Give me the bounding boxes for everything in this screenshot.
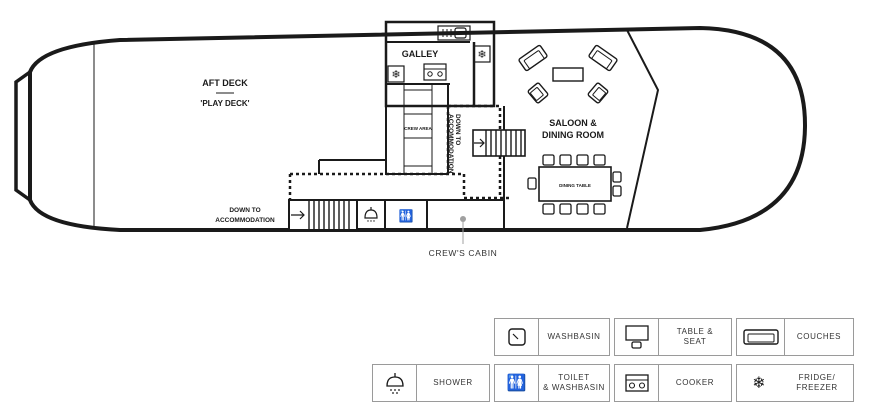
down-to-label-vertical-1: DOWN TO [454, 114, 461, 145]
aft-deck-title: AFT DECK [202, 78, 248, 88]
deck-plan: GALLEY ❄ ❄ CREW AREA DOWN TO ACCOMMODATI… [14, 20, 808, 258]
legend-table-seat: TABLE & SEAT [614, 318, 732, 356]
legend-shower: SHOWER [372, 364, 490, 402]
legend-toilet-washbasin-label: TOILET & WASHBASIN [543, 373, 605, 392]
snowflake-icon: ❄ [752, 375, 766, 392]
legend-couches-label: COUCHES [796, 332, 842, 341]
shower-icon [364, 207, 378, 222]
forward-bulkhead [626, 29, 660, 229]
down-to-label-1: DOWN TO [229, 207, 260, 214]
aft-deck-subtitle: 'PLAY DECK' [200, 99, 249, 108]
legend-washbasin: WASHBASIN [494, 318, 610, 356]
legend-cooker: COOKER [614, 364, 732, 402]
cooker-icon [624, 374, 649, 392]
saloon-label-1: SALOON & [549, 118, 597, 128]
inner-stairs[interactable] [472, 129, 526, 157]
dining-table-label: DINING TABLE [559, 183, 591, 188]
crews-cabin-label: CREW'S CABIN [429, 248, 498, 258]
aft-stairs[interactable] [288, 199, 358, 231]
galley-cooker [423, 63, 447, 81]
couch-icon [527, 82, 549, 104]
legend-couches: COUCHES [736, 318, 854, 356]
hull-outline [28, 25, 808, 232]
legend-table-seat-label: TABLE & SEAT [676, 327, 714, 346]
legend-fridge-freezer-label: FRIDGE/ FREEZER [796, 373, 838, 392]
cabin-marker [460, 216, 466, 222]
snowflake-icon: ❄ [477, 49, 486, 61]
legend-shower-label: SHOWER [433, 378, 473, 387]
couch-icon [518, 44, 548, 72]
saloon-label-2: DINING ROOM [542, 130, 604, 140]
couch-icon [742, 329, 779, 345]
stern-transom [14, 70, 32, 202]
legend-cooker-label: COOKER [675, 378, 715, 387]
shower-icon [385, 373, 404, 394]
galley-sink [437, 25, 471, 41]
legend-washbasin-label: WASHBASIN [547, 332, 601, 341]
toilet-icon: 🚻 [495, 365, 539, 401]
couch-icon [588, 44, 618, 72]
down-to-label-vertical-2: ACCOMMODATION [447, 114, 454, 174]
crew-area-label: CREW AREA [404, 126, 432, 131]
table-seat-icon [624, 325, 649, 349]
arrow-right-icon [291, 210, 305, 220]
galley-room [384, 20, 496, 108]
coffee-table [552, 67, 584, 82]
snowflake-icon: ❄ [391, 69, 400, 81]
shower-room [356, 199, 386, 231]
galley-freezer [387, 65, 405, 83]
down-to-label-2: ACCOMMODATION [215, 217, 275, 224]
galley-fridge [473, 45, 491, 63]
washbasin-icon [507, 328, 526, 346]
arrow-right-icon [474, 138, 485, 148]
couch-icon [587, 82, 609, 104]
toilet-icon: 🚻 [399, 209, 414, 223]
legend-fridge-freezer: ❄ FRIDGE/ FREEZER [736, 364, 854, 402]
dining-table-set: DINING TABLE [527, 154, 622, 215]
crews-cabin-room [426, 199, 505, 231]
galley-label: GALLEY [402, 49, 439, 59]
legend-toilet-washbasin: 🚻 TOILET & WASHBASIN [494, 364, 610, 402]
